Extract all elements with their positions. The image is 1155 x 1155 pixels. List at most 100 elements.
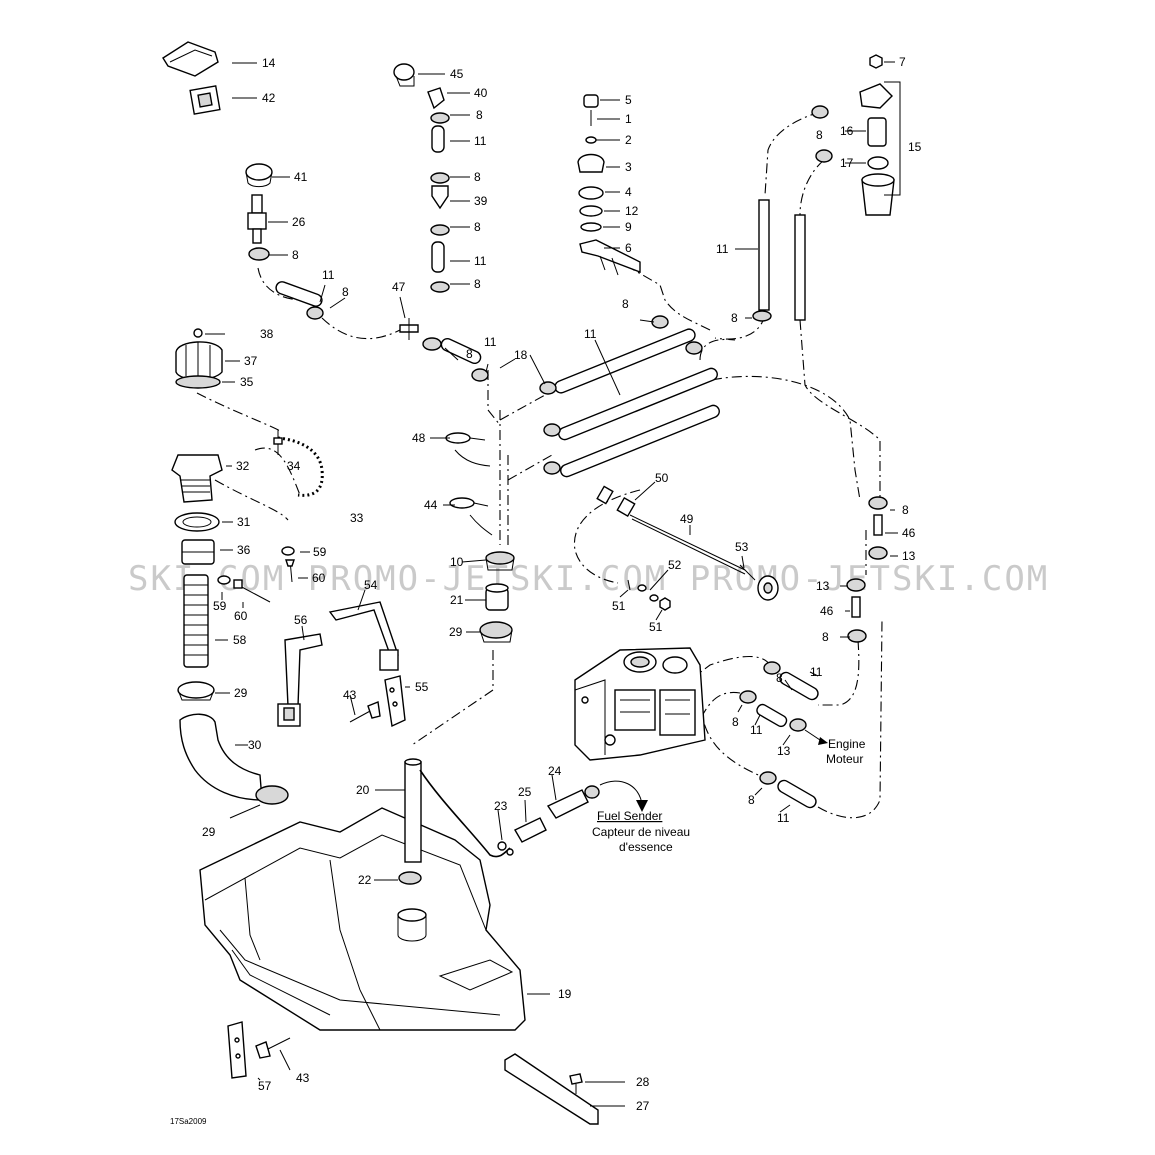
fuel-tank: [199, 807, 526, 1031]
fuel-sender-tube: [398, 758, 511, 885]
callout-8: 8: [474, 220, 481, 234]
callout-8: 8: [776, 671, 783, 685]
callout-47: 47: [392, 280, 406, 294]
engine-label-fr: Moteur: [826, 752, 863, 766]
callout-13: 13: [816, 579, 830, 593]
callout-10: 10: [450, 555, 464, 569]
callout-11: 11: [584, 327, 597, 341]
callout-59: 59: [213, 599, 227, 613]
callout-5: 5: [625, 93, 632, 107]
callout-8: 8: [476, 108, 483, 122]
carburetor: [574, 647, 828, 809]
callout-19: 19: [558, 987, 572, 1001]
filler-neck-group: [171, 454, 289, 805]
sender-connectors: [497, 780, 648, 856]
callout-6: 6: [625, 241, 632, 255]
callout-59: 59: [313, 545, 327, 559]
callout-33: 33: [350, 511, 364, 525]
callout-32: 32: [236, 459, 250, 473]
callout-27: 27: [636, 1099, 650, 1113]
vent-column: [393, 63, 489, 382]
fuel-filter: [752, 54, 901, 322]
engine-label-en: Engine: [828, 737, 866, 751]
callout-43: 43: [343, 688, 357, 702]
fuel-valve-shaft: [596, 485, 779, 611]
callout-50: 50: [655, 471, 669, 485]
callout-58: 58: [233, 633, 247, 647]
callout-57: 57: [258, 1079, 272, 1093]
callout-24: 24: [548, 764, 562, 778]
parts-top-left: [162, 41, 324, 389]
callout-39: 39: [474, 194, 488, 208]
callout-55: 55: [415, 680, 429, 694]
callout-11: 11: [777, 811, 790, 825]
rivets-and-washers: [217, 546, 295, 603]
tank-straps: [277, 601, 406, 728]
callout-14: 14: [262, 56, 276, 70]
callout-13: 13: [777, 744, 791, 758]
watermark-text: SKI.COM PROMO-JETSKI.COM PROMO-JETSKI.CO…: [128, 559, 1049, 599]
callout-49: 49: [680, 512, 694, 526]
callout-8: 8: [816, 128, 823, 142]
callout-36: 36: [237, 543, 251, 557]
callout-11: 11: [322, 268, 335, 282]
callout-21: 21: [450, 593, 464, 607]
callout-7: 7: [899, 55, 906, 69]
callout-8: 8: [732, 715, 739, 729]
callout-23: 23: [494, 799, 508, 813]
callout-8: 8: [474, 277, 481, 291]
tank-brackets: [227, 1021, 599, 1125]
callout-38: 38: [260, 327, 274, 341]
callout-15: 15: [908, 140, 922, 154]
callout-18: 18: [514, 348, 528, 362]
callout-11: 11: [810, 665, 823, 679]
callout-30: 30: [248, 738, 262, 752]
callout-54: 54: [364, 578, 378, 592]
callout-labels: 14 42 45 40 8 11 8 39 8 11 8 5 1 2 3 4 1…: [170, 55, 922, 1126]
callout-11: 11: [474, 254, 487, 268]
callout-11: 11: [716, 242, 729, 256]
callout-26: 26: [292, 215, 306, 229]
fuel-sender-label-fr-1: Capteur de niveau: [592, 825, 690, 839]
fuel-sender-label-en: Fuel Sender: [597, 809, 662, 823]
callout-60: 60: [234, 609, 248, 623]
callout-29: 29: [234, 686, 248, 700]
diagram-code: 17Sa2009: [170, 1117, 207, 1126]
callout-11: 11: [474, 134, 487, 148]
callout-28: 28: [636, 1075, 650, 1089]
tether-chain: [273, 430, 324, 497]
callout-51: 51: [649, 620, 663, 634]
callout-16: 16: [840, 124, 854, 138]
callout-52: 52: [668, 558, 682, 572]
callout-29: 29: [449, 625, 463, 639]
callout-25: 25: [518, 785, 532, 799]
callout-45: 45: [450, 67, 464, 81]
callout-46: 46: [902, 526, 916, 540]
callout-42: 42: [262, 91, 276, 105]
callout-8: 8: [622, 297, 629, 311]
callout-4: 4: [625, 185, 632, 199]
hose-routing-lines: [196, 111, 883, 819]
fuel-lines-middle: [539, 315, 720, 478]
callout-2: 2: [625, 133, 632, 147]
callout-11: 11: [484, 335, 497, 349]
callout-31: 31: [237, 515, 251, 529]
callout-3: 3: [625, 160, 632, 174]
callout-51: 51: [612, 599, 626, 613]
callout-13: 13: [902, 549, 916, 563]
callout-22: 22: [358, 873, 372, 887]
callout-43: 43: [296, 1071, 310, 1085]
callout-20: 20: [356, 783, 370, 797]
callout-17: 17: [840, 156, 854, 170]
callout-8: 8: [731, 311, 738, 325]
callout-35: 35: [240, 375, 254, 389]
callout-8: 8: [342, 285, 349, 299]
callout-48: 48: [412, 431, 426, 445]
callout-40: 40: [474, 86, 488, 100]
callout-8: 8: [292, 248, 299, 262]
callout-46: 46: [820, 604, 834, 618]
callout-34: 34: [287, 459, 301, 473]
fuel-sender-label-fr-2: d'essence: [619, 840, 673, 854]
callout-8: 8: [822, 630, 829, 644]
